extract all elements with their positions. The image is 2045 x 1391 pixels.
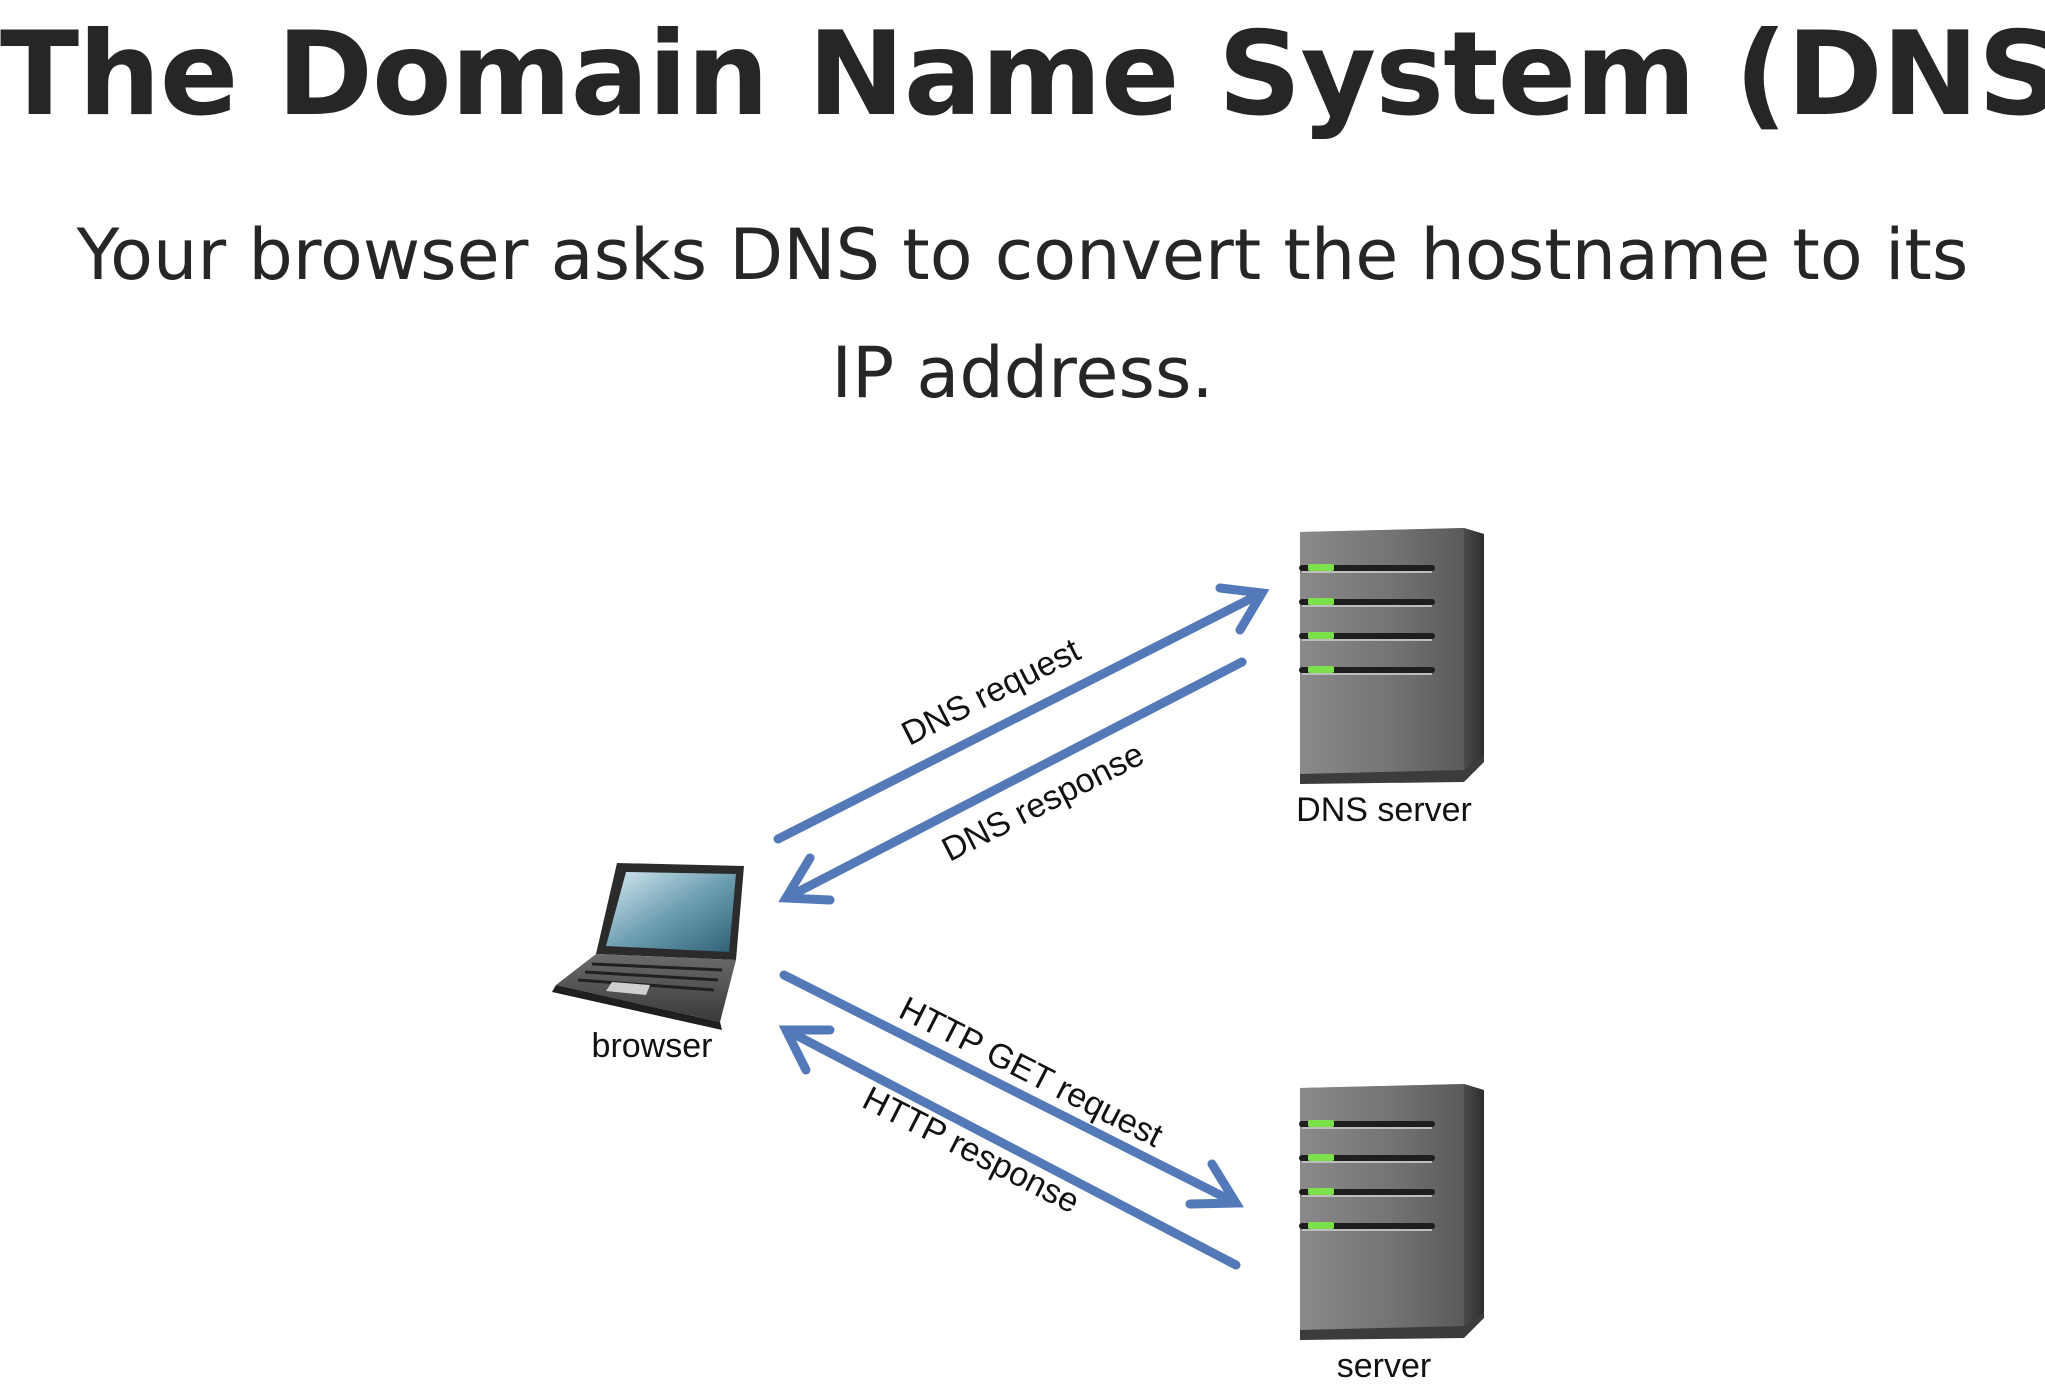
browser-label: browser bbox=[592, 1027, 713, 1065]
page-subtitle: Your browser asks DNS to convert the hos… bbox=[76, 214, 1969, 414]
http-request-arrow bbox=[779, 970, 1244, 1209]
server-label: server bbox=[1337, 1347, 1431, 1385]
web-server-icon bbox=[1300, 1084, 1484, 1340]
dns-response-arrow bbox=[778, 657, 1247, 905]
dns-request-arrow bbox=[773, 583, 1270, 844]
http-response-arrow bbox=[778, 1025, 1241, 1270]
dns-server-icon bbox=[1300, 528, 1484, 784]
page-title: The Domain Name System (DNS) bbox=[0, 7, 2045, 142]
laptop-icon bbox=[552, 863, 744, 1030]
dns-server-label: DNS server bbox=[1296, 791, 1472, 829]
